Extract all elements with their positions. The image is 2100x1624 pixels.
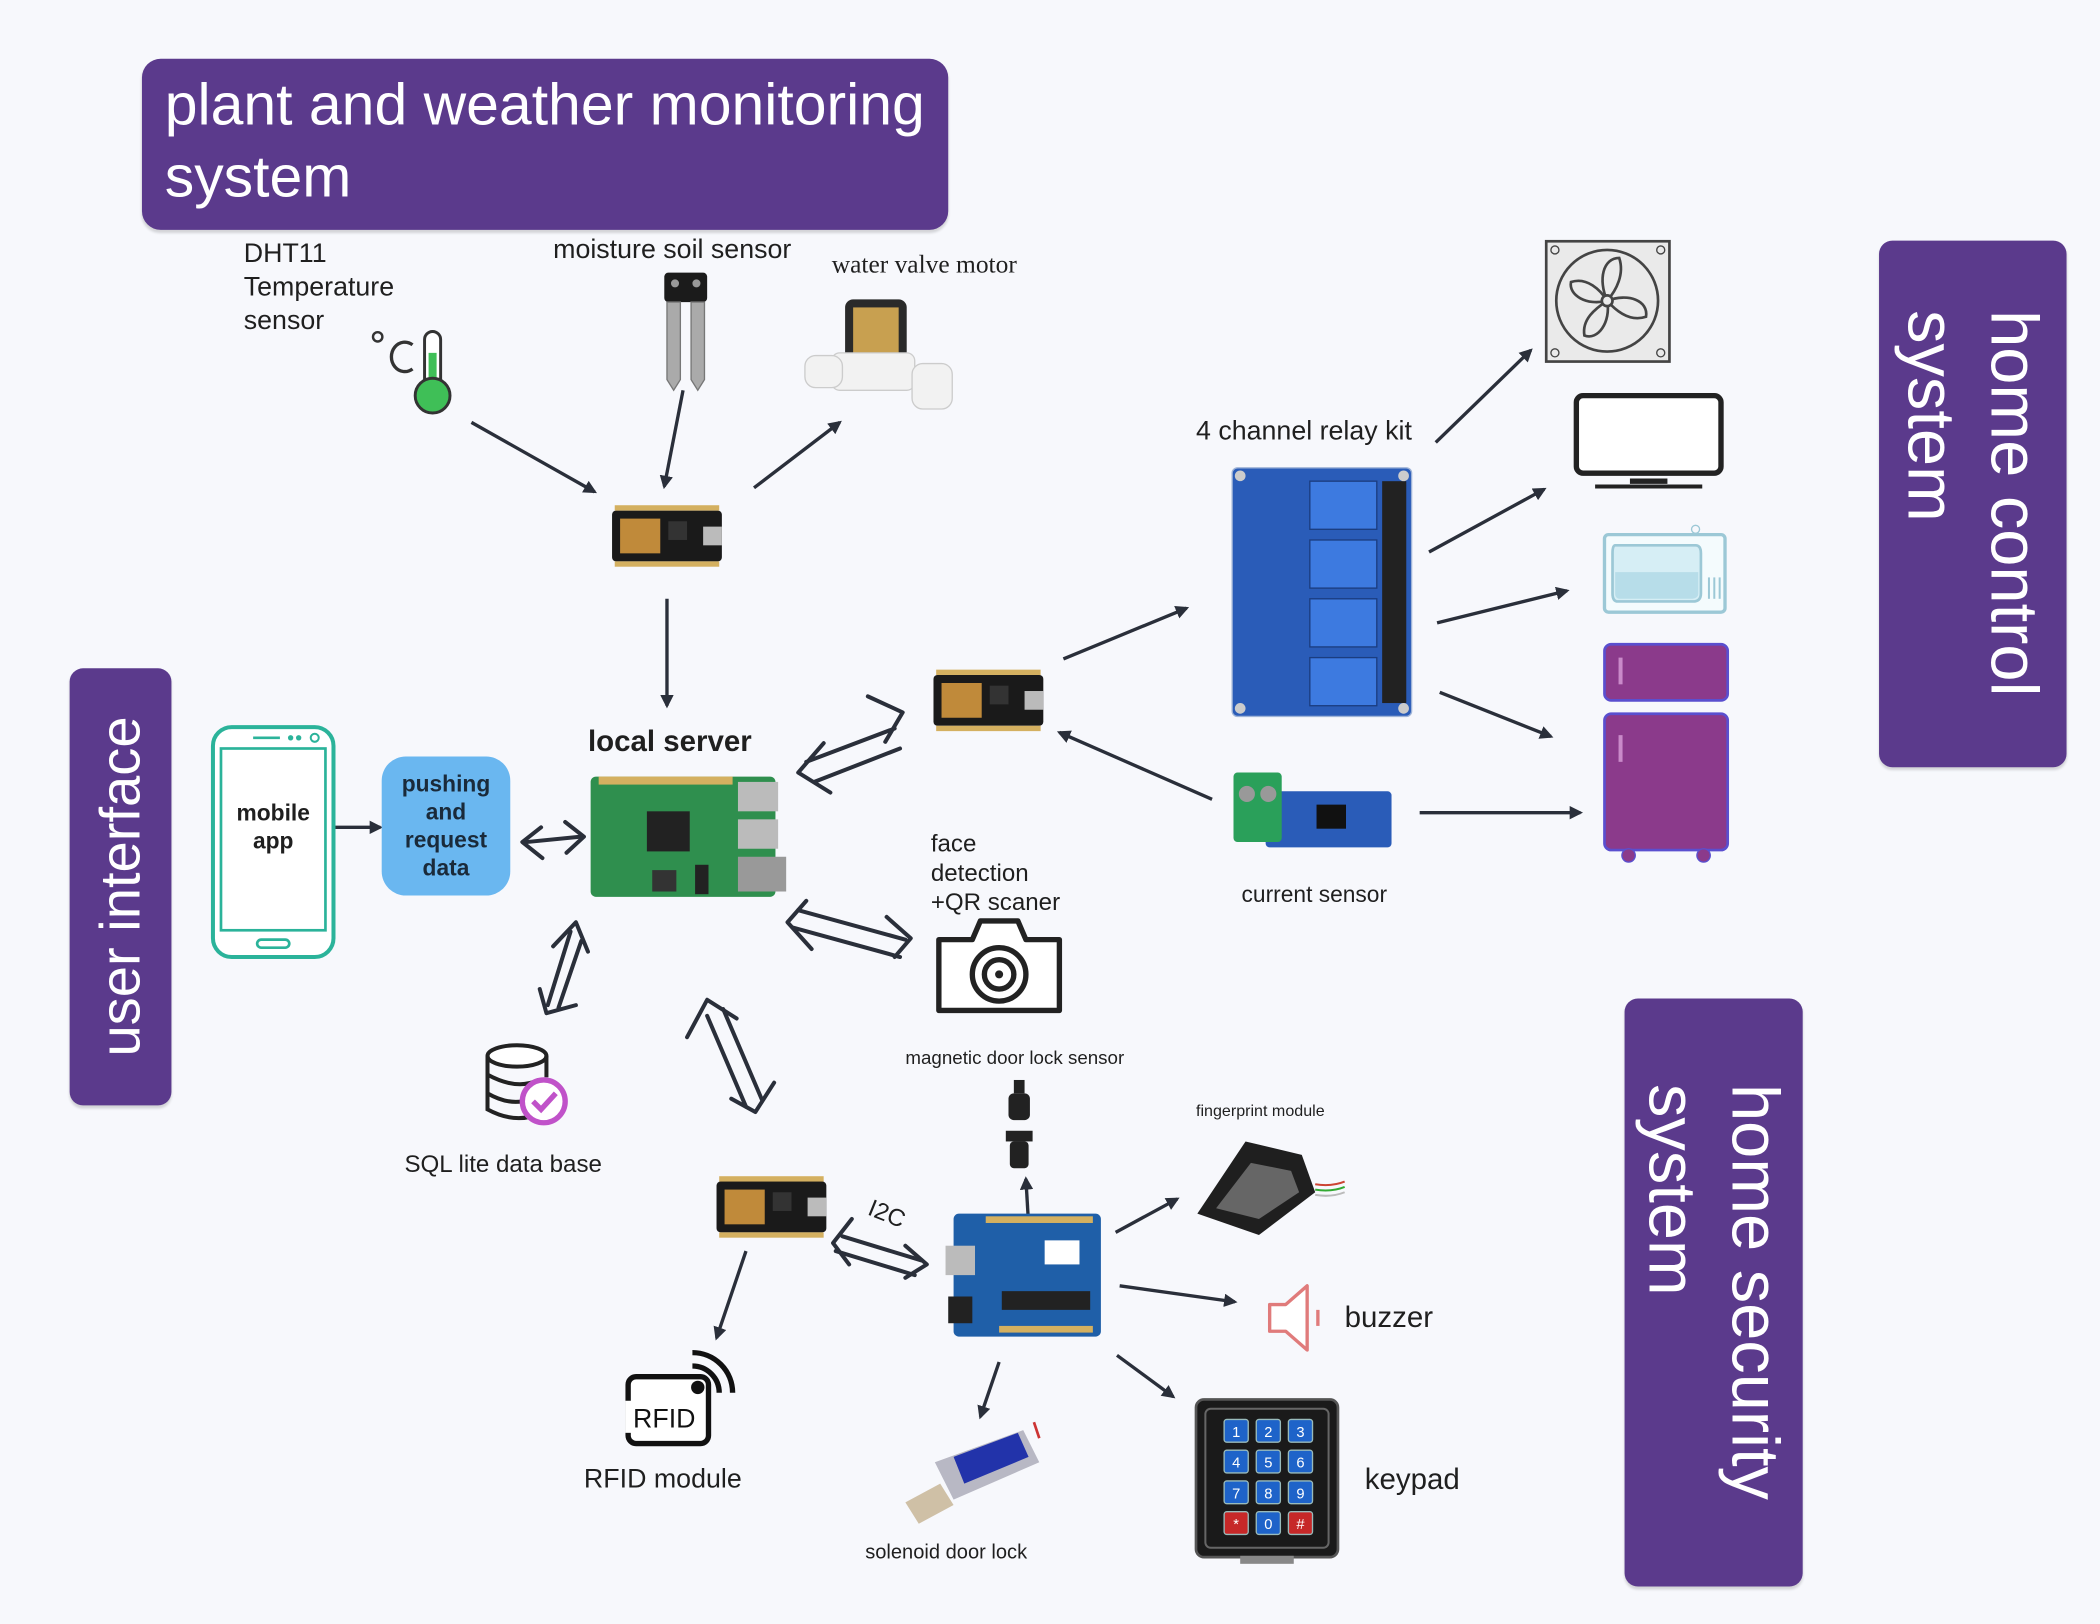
arrow-moisture-to-esp	[659, 389, 685, 490]
banner-home-security: home security system	[1624, 998, 1803, 1587]
keypad-key-label: 6	[1296, 1456, 1304, 1472]
banner-home-security-text: home security system	[1634, 1084, 1793, 1501]
keypad-key-label: 1	[1232, 1425, 1240, 1441]
retro-tv-icon	[1602, 524, 1727, 614]
keypad-key-label: 2	[1264, 1425, 1272, 1441]
esp-board-top-icon	[612, 505, 722, 567]
tv-icon	[1573, 392, 1724, 489]
keypad-key	[1223, 1418, 1249, 1443]
arrow-relay-to-tv2	[1436, 586, 1570, 625]
arrow-arduino-to-keypad	[1115, 1353, 1176, 1399]
push-request-pill: pushing and request data	[381, 756, 511, 896]
double-arrow-pill-server	[520, 820, 586, 861]
banner-user-interface-text: user interface	[88, 716, 152, 1057]
fan-icon	[1544, 239, 1671, 363]
mobile-app-text: mobile app	[236, 800, 310, 855]
water-valve-icon	[804, 299, 953, 410]
label-magnetic-door-lock-sensor: magnetic door lock sensor	[905, 1046, 1125, 1068]
fingerprint-module-icon	[1197, 1141, 1346, 1236]
keypad-key-label: *	[1233, 1517, 1239, 1533]
esp-board-right-icon	[933, 669, 1044, 732]
arrow-arduino-to-fingerprint	[1114, 1197, 1180, 1234]
banner-plant-weather-text: plant and weather monitoring system	[164, 72, 925, 210]
arduino-board-icon	[945, 1213, 1101, 1337]
label-relay-kit: 4 channel relay kit	[1195, 417, 1412, 447]
keypad-key-label: 7	[1232, 1486, 1240, 1502]
arrow-esp-to-rfid	[713, 1250, 748, 1341]
arrow-dht-to-esp	[470, 420, 597, 494]
arrow-esp-to-relay	[1062, 606, 1190, 661]
label-solenoid-door-lock: solenoid door lock	[865, 1541, 1028, 1564]
database-icon	[485, 1043, 568, 1126]
mobile-phone-icon	[210, 725, 336, 960]
label-dht11: DHT11 Temperature sensor	[243, 239, 395, 336]
arrow-current-to-esp	[1056, 730, 1213, 801]
keypad-key	[1255, 1511, 1282, 1536]
double-arrow-server-esp-bottom	[685, 997, 777, 1115]
keypad-key-label: 8	[1264, 1486, 1272, 1502]
arrow-relay-to-fridge	[1439, 690, 1554, 739]
keypad-key	[1287, 1418, 1314, 1443]
keypad-key	[1287, 1511, 1314, 1536]
fridge-icon	[1603, 642, 1730, 863]
soil-moisture-sensor-icon	[664, 272, 708, 392]
magnetic-door-sensor-icon	[1005, 1079, 1033, 1169]
double-arrow-server-esp	[796, 694, 905, 795]
rfid-icon: RFID	[625, 1349, 736, 1447]
double-arrow-esp-arduino	[831, 1216, 929, 1280]
label-face-detection: face detection +QR scaner	[930, 830, 1061, 916]
double-arrow-server-camera	[785, 898, 913, 960]
keypad-key	[1255, 1480, 1282, 1505]
keypad-key-label: 3	[1296, 1425, 1304, 1441]
current-sensor-icon	[1233, 772, 1392, 848]
label-water-valve-motor: water valve motor	[831, 251, 1017, 280]
keypad-key-label: 4	[1232, 1456, 1240, 1472]
banner-user-interface: user interface	[69, 668, 172, 1106]
keypad-key	[1287, 1480, 1314, 1505]
banner-home-control: home control system	[1879, 240, 2067, 768]
label-local-server: local server	[587, 724, 752, 758]
label-keypad: keypad	[1364, 1462, 1460, 1496]
keypad-key	[1255, 1449, 1282, 1474]
relay-board-icon	[1231, 467, 1413, 718]
keypad-key-label: 5	[1264, 1456, 1272, 1472]
banner-home-control-text: home control system	[1893, 310, 2052, 698]
camera-icon	[936, 918, 1063, 1014]
label-rfid-module: RFID module	[583, 1464, 742, 1495]
label-sql-database: SQL lite data base	[404, 1150, 602, 1178]
keypad-key	[1223, 1511, 1249, 1536]
esp-board-bottom-icon	[716, 1176, 827, 1238]
arrow-esp-to-valve	[753, 420, 842, 490]
keypad-key	[1223, 1449, 1249, 1474]
keypad-key	[1255, 1418, 1282, 1443]
keypad-key-label: #	[1296, 1517, 1305, 1533]
label-fingerprint-module: fingerprint module	[1195, 1101, 1325, 1121]
push-request-text: pushing and request data	[401, 771, 491, 881]
keypad-key	[1223, 1480, 1249, 1505]
keypad-icon: 1 2 3 4 5 6 7 8 9 * 0 #	[1194, 1398, 1340, 1564]
arrow-arduino-to-buzzer	[1119, 1284, 1238, 1307]
label-buzzer: buzzer	[1344, 1300, 1434, 1334]
raspberry-pi-icon	[590, 776, 787, 897]
arrow-relay-to-fan	[1434, 348, 1533, 444]
arrow-relay-to-tv	[1428, 487, 1547, 554]
label-moisture-soil-sensor: moisture soil sensor	[553, 235, 792, 265]
rfid-icon-text: RFID	[633, 1404, 695, 1434]
keypad-key	[1287, 1449, 1314, 1474]
thermometer-icon	[371, 330, 452, 415]
keypad-key-label: 9	[1296, 1486, 1304, 1502]
double-arrow-server-sql	[537, 920, 590, 1016]
arrow-arduino-to-solenoid	[977, 1361, 1001, 1420]
solenoid-lock-icon	[905, 1421, 1041, 1524]
label-current-sensor: current sensor	[1241, 882, 1388, 908]
speaker-icon	[1267, 1284, 1320, 1352]
keypad-key-label: 0	[1264, 1517, 1272, 1533]
banner-plant-weather: plant and weather monitoring system	[141, 58, 949, 230]
